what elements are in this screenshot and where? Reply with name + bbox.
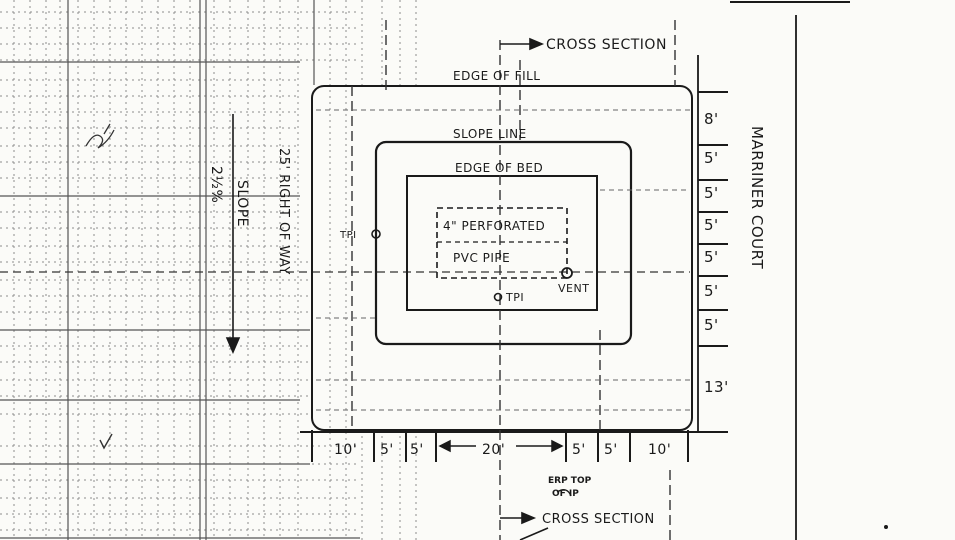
twenty-foot-arrow (438, 439, 564, 453)
right-dimension-label: 8' (704, 110, 719, 128)
bottom-dimension-label: 20' (482, 442, 505, 458)
slope-arrow (225, 114, 241, 355)
label-tpi-left: TPI (339, 230, 357, 241)
label-edge-of-fill: EDGE OF FILL (453, 69, 541, 83)
grid-paper (0, 0, 417, 540)
label-edge-of-bed: EDGE OF BED (455, 161, 543, 175)
label-perforated: 4" PERFORATED (443, 219, 545, 233)
vertical-dashed-lines (351, 20, 676, 540)
bottom-dimension-labels: 10' 5' 5' 20' 5' 5' 10' (334, 442, 671, 458)
edge-of-fill-outline (311, 85, 693, 431)
right-dimension-ticks (690, 91, 728, 433)
right-dimension-label: 5' (704, 248, 719, 266)
right-dimension-label: 13' (704, 378, 729, 396)
label-vent: VENT (558, 282, 589, 295)
edge-of-bed-outline (406, 175, 598, 311)
bottom-dimension-label: 10' (648, 442, 671, 458)
label-slope-word: SLOPE (234, 180, 250, 227)
right-dimension-labels: 8' 5' 5' 5' 5' 5' 5' 13' (704, 110, 729, 396)
bottom-dimension-label: 5' (604, 442, 618, 458)
bottom-dimension-label: 5' (380, 442, 394, 458)
label-tpi-bottom: TPI (505, 291, 524, 304)
right-dimension-label: 5' (704, 216, 719, 234)
label-slope-line: SLOPE LINE (453, 127, 527, 141)
right-dimension-label: 5' (704, 184, 719, 202)
erp-curve-mark (556, 489, 572, 497)
grid-major-lines (0, 0, 360, 540)
perforated-pipe-box (436, 207, 568, 279)
label-cross-section-top: CROSS SECTION (546, 37, 667, 53)
cross-section-arrow-bottom (500, 511, 549, 540)
bottom-dimension-label: 5' (410, 442, 424, 458)
slope-line-outline (374, 140, 633, 346)
right-dimension-label: 5' (704, 316, 719, 334)
label-erp-line2: OF IP (552, 489, 579, 499)
bottom-dimension-label: 5' (572, 442, 586, 458)
check-mark (99, 433, 113, 450)
label-street: MARRINER COURT (748, 126, 766, 269)
label-erp-line1: ERP TOP (548, 476, 592, 486)
cross-section-arrow-top (500, 37, 545, 51)
tpi-bottom-symbol (493, 292, 503, 302)
vent-symbol (561, 267, 573, 279)
label-right-of-way: 25' RIGHT OF WAY (276, 148, 291, 275)
label-pvc-pipe: PVC PIPE (453, 251, 510, 265)
bottom-dimension-line (300, 430, 690, 462)
right-dimension-label: 5' (704, 149, 719, 167)
right-dimension-label: 5' (704, 282, 719, 300)
tpi-left-symbol (371, 229, 381, 239)
bottom-dimension-label: 10' (334, 442, 357, 458)
label-slope-pct: 2½% (208, 166, 224, 203)
label-cross-section-bottom: CROSS SECTION (542, 512, 655, 527)
pencil-squiggle (85, 123, 115, 149)
dot-mark-right (884, 525, 888, 529)
inner-dashed-lines (316, 109, 690, 411)
